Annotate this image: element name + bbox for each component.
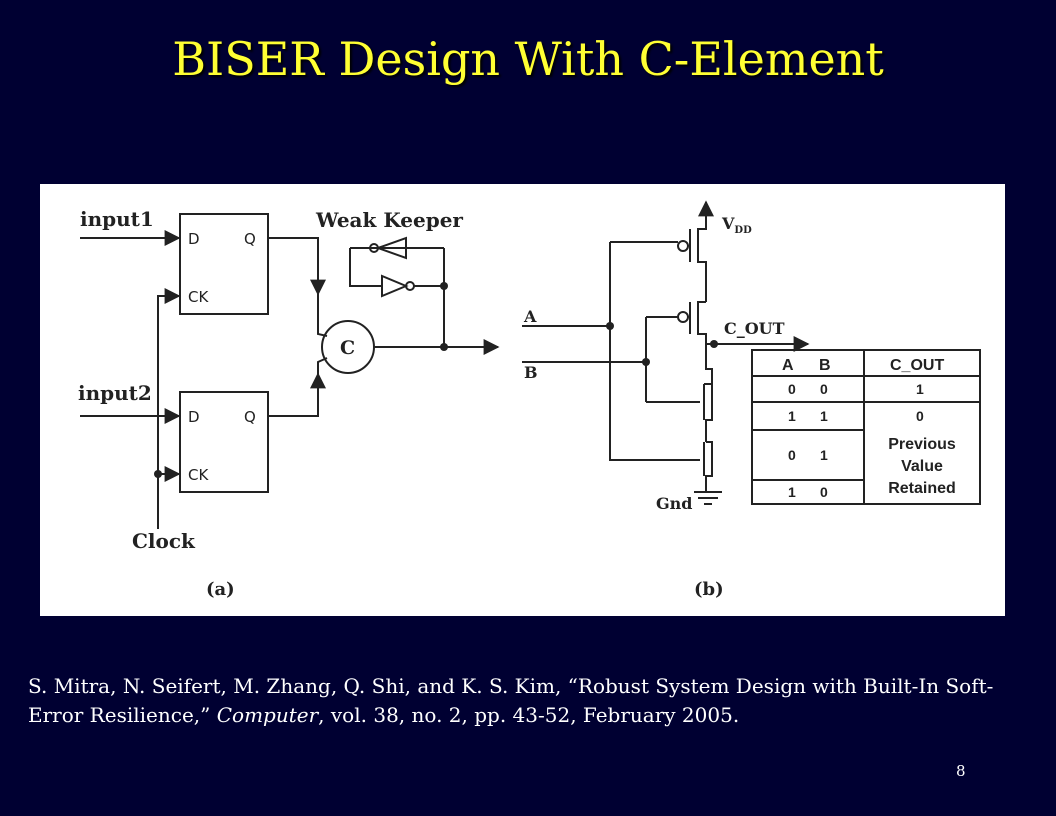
a-gate-wire (609, 242, 700, 461)
tt-r1-out: 1 (916, 381, 924, 397)
citation-authors: S. Mitra, N. Seifert, M. Zhang, Q. Shi, … (28, 674, 994, 727)
tt-r4-b: 0 (820, 484, 828, 500)
biser-circuit-diagram: D Q CK D Q CK input1 input2 Clock Weak K… (78, 200, 981, 600)
ff1-d-label: D (188, 230, 200, 248)
tt-r2-out: 0 (916, 408, 924, 424)
c-out-label: C_OUT (724, 319, 785, 338)
tt-r2-b: 1 (820, 408, 828, 424)
keeper-inverter-bottom-bubble (405, 281, 415, 291)
tt-r4-a: 1 (788, 484, 796, 500)
tt-merged-line-2: Value (901, 458, 943, 475)
tt-r1-b: 0 (820, 381, 828, 397)
pmos1-channel (697, 206, 707, 302)
q1-wire-tail (317, 294, 328, 337)
nmos1-channel (705, 384, 713, 442)
figure-b-caption: (b) (694, 579, 724, 600)
nmos1-channel-top (704, 344, 713, 385)
keeper-inverter-top (375, 236, 407, 260)
gnd-label: Gnd (656, 494, 692, 513)
tt-r3-a: 0 (788, 447, 796, 463)
tt-header-a: A (782, 357, 794, 374)
input1-label: input1 (80, 207, 154, 231)
tt-merged-line-1: Previous (888, 436, 956, 453)
flip-flop-1 (179, 213, 269, 315)
keeper-inverter-bottom (381, 274, 409, 298)
ff1-q-label: Q (244, 230, 256, 248)
weak-keeper-label: Weak Keeper (315, 208, 463, 232)
vdd-label: VDD (721, 214, 752, 236)
tt-merged-line-3: Retained (888, 480, 956, 497)
clock-label: Clock (132, 529, 196, 553)
input2-label: input2 (78, 381, 152, 405)
flip-flop-2 (179, 391, 269, 493)
page-number: 8 (956, 762, 966, 780)
citation-details: , vol. 38, no. 2, pp. 43-52, February 20… (318, 703, 740, 727)
tt-r3-b: 1 (820, 447, 828, 463)
citation: S. Mitra, N. Seifert, M. Zhang, Q. Shi, … (28, 672, 1028, 730)
slide-title: BISER Design With C-Element (172, 32, 884, 86)
pmos1-bubble (677, 240, 689, 252)
pmos2-bubble (677, 311, 689, 323)
input-b-label: B (524, 363, 538, 382)
c-element-label: C (340, 337, 355, 359)
junction-dots (154, 282, 718, 478)
figure-panel: D Q CK D Q CK input1 input2 Clock Weak K… (40, 184, 1005, 616)
tt-r1-a: 0 (788, 381, 796, 397)
citation-journal: Computer (216, 703, 319, 727)
keeper-left-wire (349, 248, 382, 287)
nmos2-channel (705, 441, 713, 492)
q1-wire (268, 237, 326, 296)
tt-header-c-out: C_OUT (890, 357, 944, 374)
pmos2-channel (697, 301, 707, 369)
keeper-inverter-top-bubble (369, 243, 379, 253)
input-a-label: A (523, 307, 537, 326)
clock-wire-1 (157, 288, 181, 529)
figure-a-caption: (a) (206, 579, 235, 600)
tt-r2-a: 1 (788, 408, 796, 424)
ff2-q-label: Q (244, 408, 256, 426)
tt-header-b: B (819, 357, 831, 374)
q2-wire (268, 372, 326, 417)
ff2-ck-label: CK (188, 466, 209, 484)
truth-table (751, 349, 981, 505)
ff1-ck-label: CK (188, 288, 209, 306)
ff2-d-label: D (188, 408, 200, 426)
